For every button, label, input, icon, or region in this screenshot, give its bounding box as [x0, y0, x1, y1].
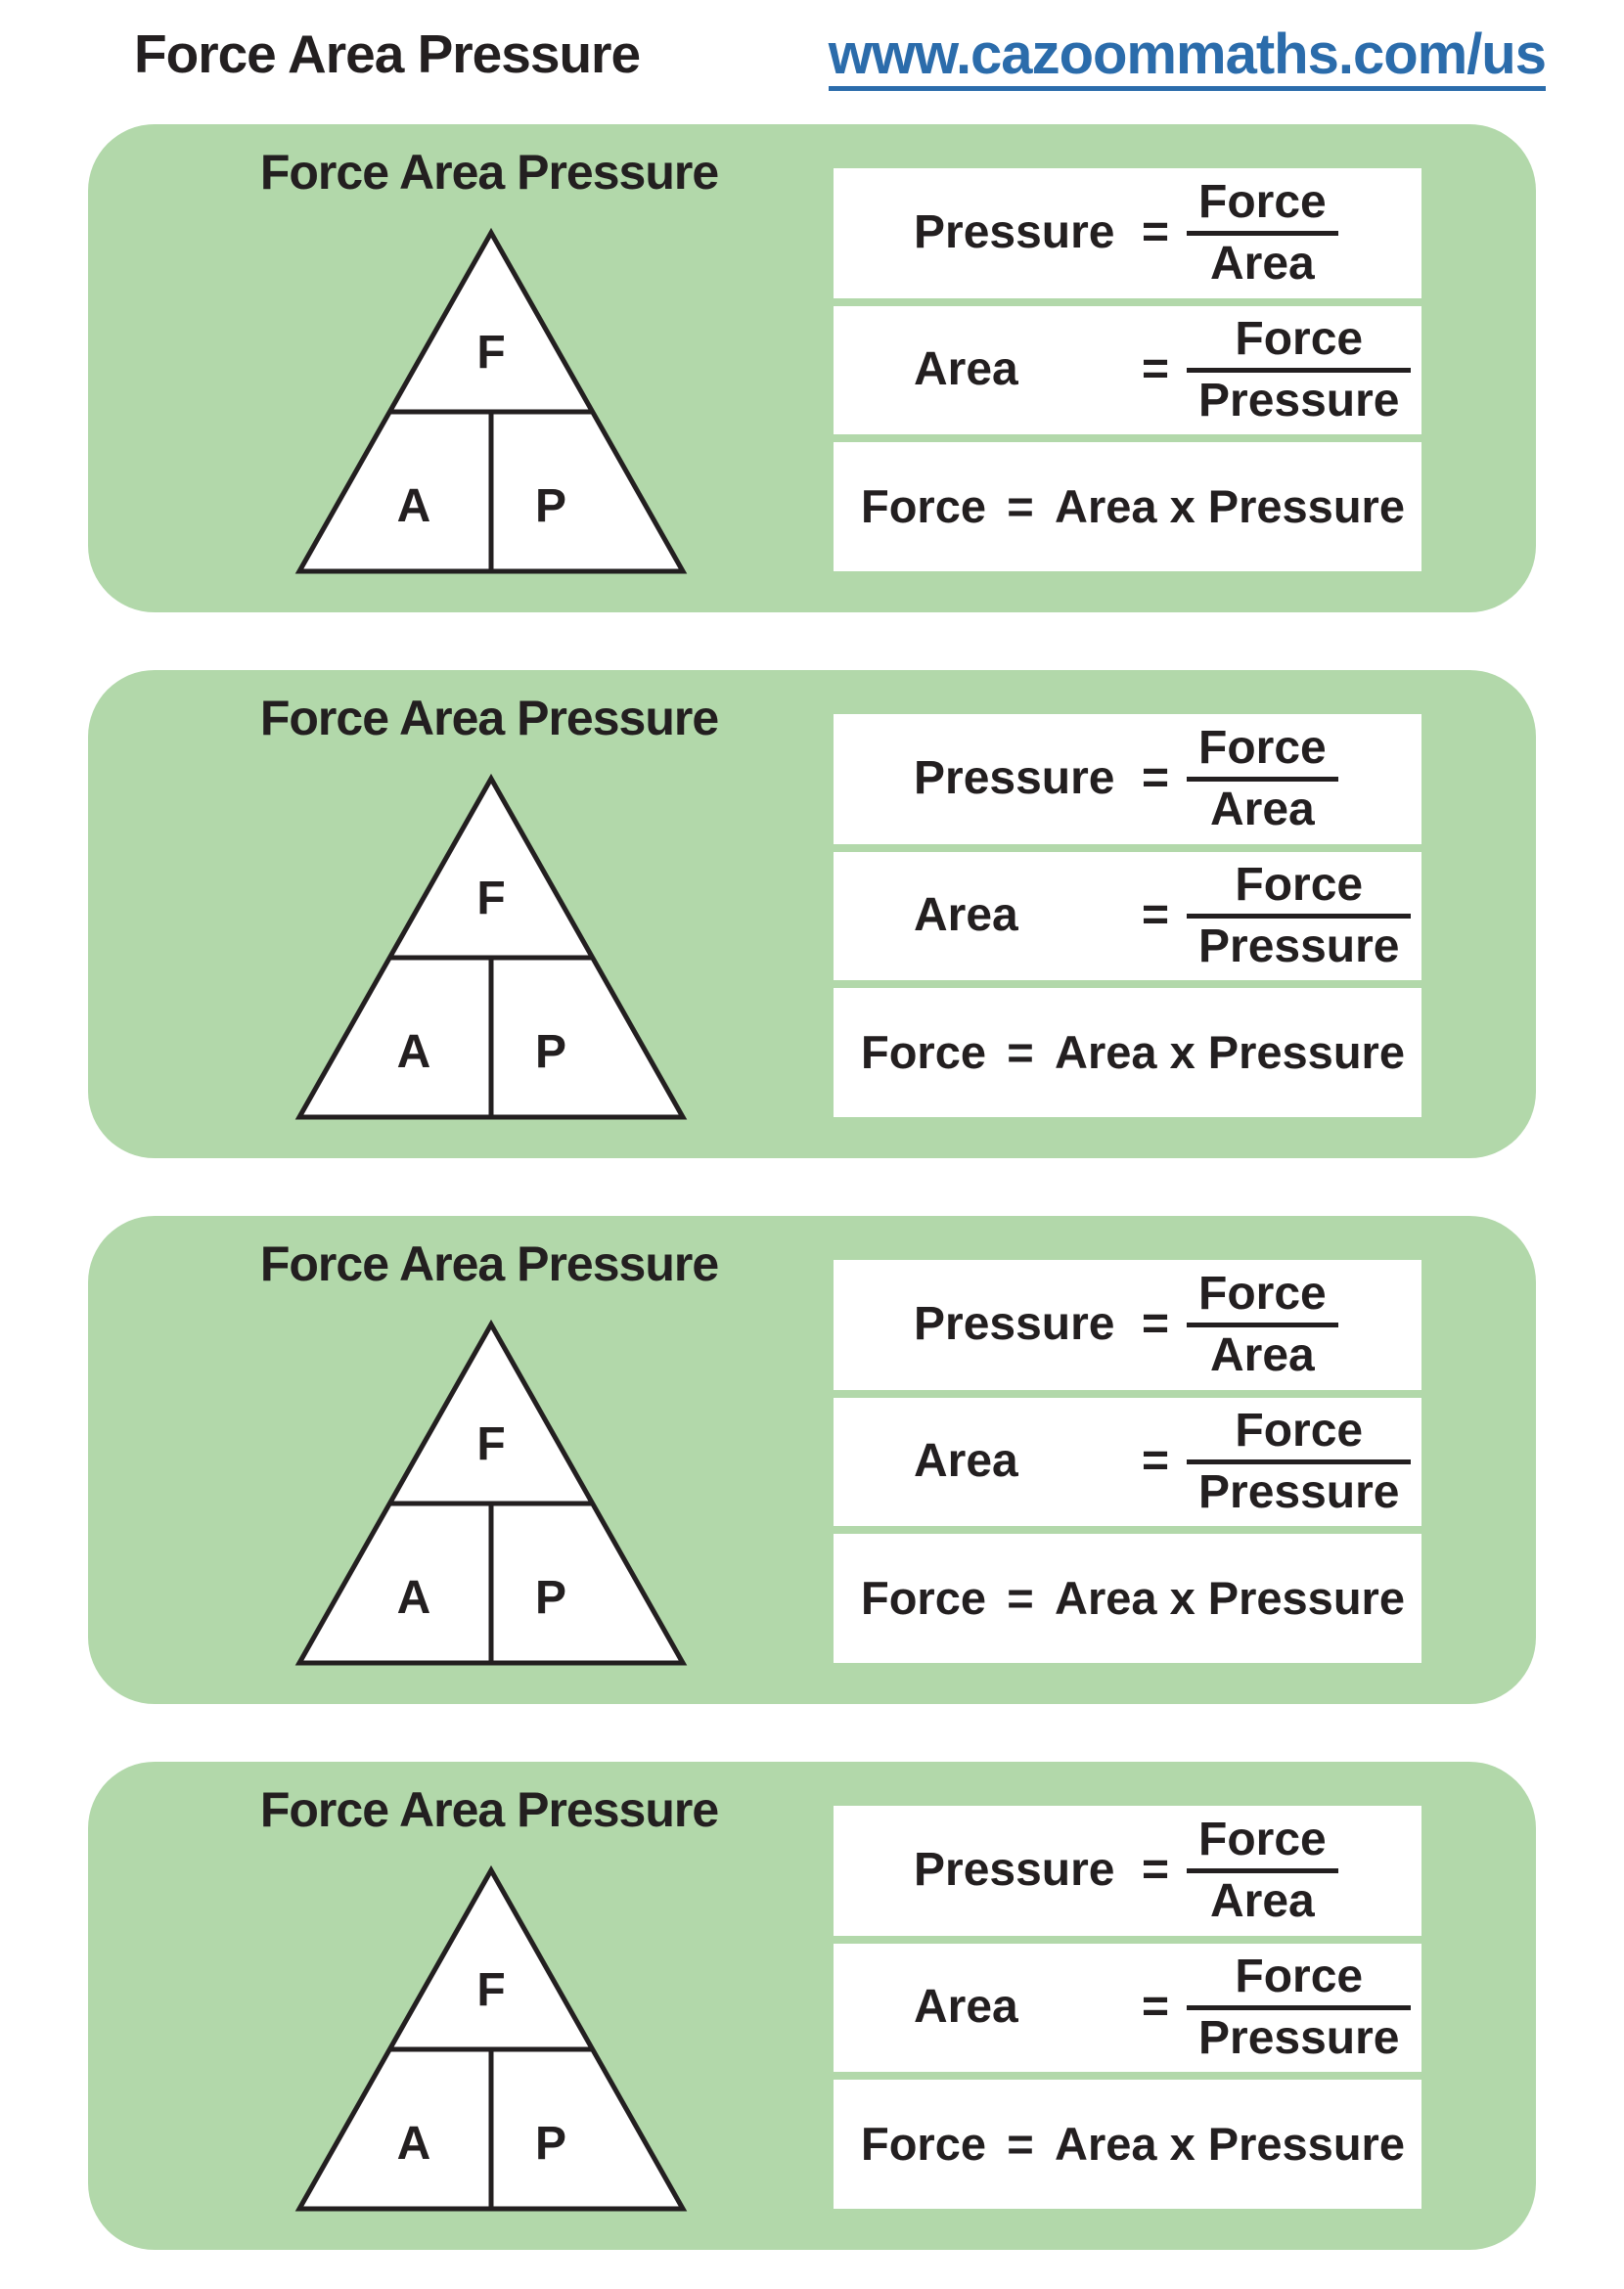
fraction-bar: [1187, 914, 1412, 919]
website-link[interactable]: www.cazoommaths.com/us: [828, 26, 1547, 91]
fraction-denominator: Pressure: [1198, 920, 1400, 972]
formula-panel: Force Area Pressure F A P Pressure = For…: [88, 670, 1536, 1158]
triangle-letter-pressure: P: [535, 480, 566, 532]
fraction-bar: [1187, 1459, 1412, 1464]
equals-sign: =: [1141, 206, 1170, 259]
equals-sign: =: [1141, 1435, 1170, 1488]
fraction-numerator: Force: [1235, 1950, 1364, 2002]
area-formula-box: Area = Force Pressure: [834, 1398, 1421, 1526]
force-formula-rhs: Area x Pressure: [1055, 480, 1405, 533]
formula-triangle-diagram: F A P: [294, 1319, 688, 1666]
fraction-numerator: Force: [1198, 1267, 1327, 1320]
equals-sign: =: [1141, 752, 1170, 805]
triangle-letter-force: F: [476, 327, 505, 379]
fraction-numerator: Force: [1198, 721, 1327, 774]
force-formula-rhs: Area x Pressure: [1055, 1572, 1405, 1625]
force-over-area-fraction: Force Area: [1187, 175, 1338, 290]
area-formula-box: Area = Force Pressure: [834, 306, 1421, 434]
equals-sign: =: [1007, 1572, 1034, 1625]
equals-sign: =: [1007, 480, 1034, 533]
area-formula-label: Area: [914, 889, 1018, 942]
equals-sign: =: [1141, 1298, 1170, 1351]
area-formula-box: Area = Force Pressure: [834, 852, 1421, 980]
area-formula-box: Area = Force Pressure: [834, 1944, 1421, 2072]
triangle-letter-area: A: [397, 2118, 431, 2170]
triangle-letter-force: F: [476, 1964, 505, 2016]
panel-heading: Force Area Pressure: [259, 1236, 719, 1291]
formula-panel: Force Area Pressure F A P Pressure = For…: [88, 1216, 1536, 1704]
fraction-numerator: Force: [1198, 175, 1327, 228]
fraction-numerator: Force: [1235, 1404, 1364, 1457]
force-formula-rhs: Area x Pressure: [1055, 2118, 1405, 2171]
triangle-letter-area: A: [397, 1026, 431, 1078]
fraction-denominator: Area: [1209, 238, 1315, 290]
triangle-letter-pressure: P: [535, 1572, 566, 1624]
pressure-formula-box: Pressure = Force Area: [834, 1260, 1421, 1390]
fraction-denominator: Area: [1209, 1329, 1315, 1381]
panel-heading: Force Area Pressure: [259, 691, 719, 745]
force-over-pressure-fraction: Force Pressure: [1187, 1950, 1412, 2064]
force-formula-label: Force: [861, 2118, 986, 2171]
fraction-bar: [1187, 231, 1338, 236]
page-title: Force Area Pressure: [134, 23, 641, 84]
force-over-area-fraction: Force Area: [1187, 721, 1338, 835]
force-formula-rhs: Area x Pressure: [1055, 1026, 1405, 1079]
fraction-bar: [1187, 1868, 1338, 1873]
fraction-numerator: Force: [1235, 858, 1364, 911]
force-formula-label: Force: [861, 1026, 986, 1079]
panel-heading: Force Area Pressure: [259, 145, 719, 200]
formula-panel: Force Area Pressure F A P Pressure = For…: [88, 1762, 1536, 2250]
fraction-numerator: Force: [1235, 312, 1364, 365]
fraction-denominator: Area: [1209, 1875, 1315, 1927]
pressure-formula-box: Pressure = Force Area: [834, 1806, 1421, 1936]
pressure-formula-label: Pressure: [914, 1298, 1115, 1351]
force-over-area-fraction: Force Area: [1187, 1813, 1338, 1927]
fraction-denominator: Pressure: [1198, 1466, 1400, 1518]
fraction-numerator: Force: [1198, 1813, 1327, 1865]
fraction-bar: [1187, 368, 1412, 373]
formula-panel: Force Area Pressure F A P Pressure = For…: [88, 124, 1536, 612]
force-over-area-fraction: Force Area: [1187, 1267, 1338, 1381]
fraction-bar: [1187, 2005, 1412, 2010]
force-formula-label: Force: [861, 1572, 986, 1625]
force-formula-box: Force = Area x Pressure: [834, 2080, 1421, 2209]
formula-triangle-diagram: F A P: [294, 773, 688, 1120]
pressure-formula-box: Pressure = Force Area: [834, 168, 1421, 298]
force-formula-box: Force = Area x Pressure: [834, 1534, 1421, 1663]
triangle-letter-pressure: P: [535, 2118, 566, 2170]
area-formula-label: Area: [914, 1981, 1018, 2034]
triangle-letter-area: A: [397, 1572, 431, 1624]
equals-sign: =: [1141, 1844, 1170, 1897]
equals-sign: =: [1007, 1026, 1034, 1079]
formula-triangle-diagram: F A P: [294, 1864, 688, 2212]
force-over-pressure-fraction: Force Pressure: [1187, 858, 1412, 972]
area-formula-label: Area: [914, 343, 1018, 396]
fraction-denominator: Pressure: [1198, 375, 1400, 426]
triangle-letter-force: F: [476, 873, 505, 924]
formula-triangle-diagram: F A P: [294, 227, 688, 574]
fraction-bar: [1187, 777, 1338, 782]
pressure-formula-label: Pressure: [914, 1844, 1115, 1897]
fraction-denominator: Area: [1209, 784, 1315, 835]
pressure-formula-box: Pressure = Force Area: [834, 714, 1421, 844]
equals-sign: =: [1141, 1981, 1170, 2034]
panel-heading: Force Area Pressure: [259, 1782, 719, 1837]
force-formula-box: Force = Area x Pressure: [834, 988, 1421, 1117]
pressure-formula-label: Pressure: [914, 752, 1115, 805]
area-formula-label: Area: [914, 1435, 1018, 1488]
equals-sign: =: [1007, 2118, 1034, 2171]
force-over-pressure-fraction: Force Pressure: [1187, 312, 1412, 426]
equals-sign: =: [1141, 343, 1170, 396]
equals-sign: =: [1141, 889, 1170, 942]
force-formula-box: Force = Area x Pressure: [834, 442, 1421, 571]
force-formula-label: Force: [861, 480, 986, 533]
triangle-letter-pressure: P: [535, 1026, 566, 1078]
fraction-bar: [1187, 1323, 1338, 1327]
fraction-denominator: Pressure: [1198, 2012, 1400, 2064]
triangle-letter-force: F: [476, 1418, 505, 1470]
pressure-formula-label: Pressure: [914, 206, 1115, 259]
triangle-letter-area: A: [397, 480, 431, 532]
force-over-pressure-fraction: Force Pressure: [1187, 1404, 1412, 1518]
